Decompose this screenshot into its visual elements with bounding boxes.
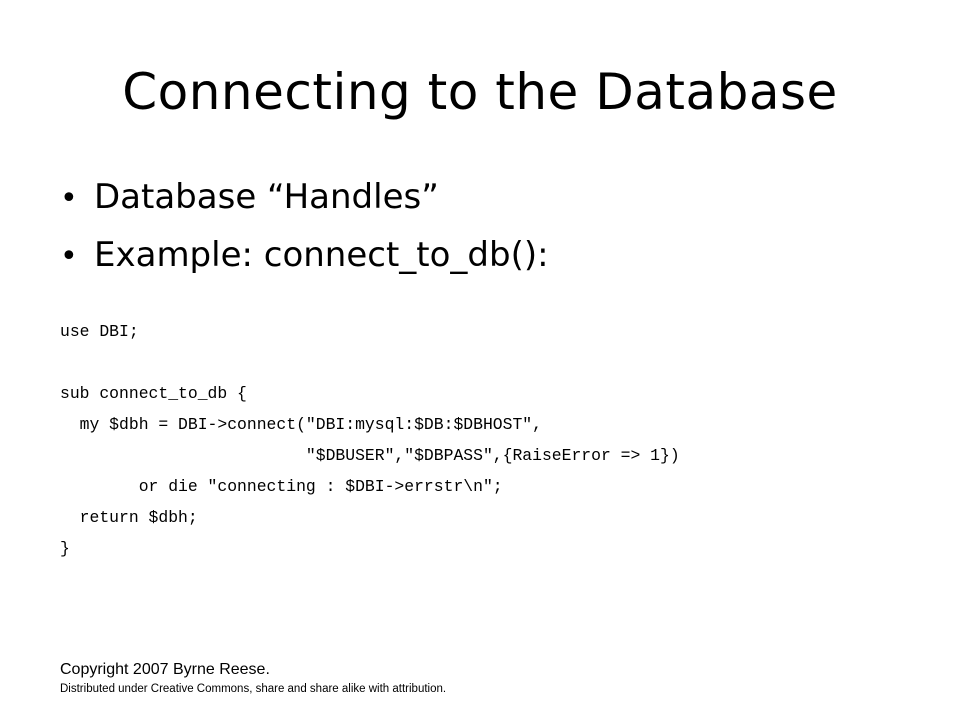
slide-title: Connecting to the Database	[122, 63, 838, 121]
code-line: use DBI;	[60, 322, 139, 341]
bullet-item: • Example: connect_to_db():	[60, 226, 549, 284]
code-line	[60, 347, 680, 378]
code-line: "$DBUSER","$DBPASS",{RaiseError => 1})	[60, 446, 680, 465]
bullet-text: Example: connect_to_db():	[94, 235, 549, 275]
footer-license: Distributed under Creative Commons, shar…	[60, 683, 447, 695]
code-line: or die "connecting : $DBI->errstr\n";	[60, 477, 503, 496]
footer-copyright: Copyright 2007 Byrne Reese.	[60, 661, 270, 678]
bullet-dot-icon: •	[60, 239, 78, 274]
code-line: sub connect_to_db {	[60, 384, 247, 403]
bullet-item: • Database “Handles”	[60, 168, 549, 226]
code-line: }	[60, 539, 70, 558]
code-block: use DBI; sub connect_to_db { my $dbh = DB…	[60, 316, 680, 564]
bullet-list: • Database “Handles” • Example: connect_to…	[60, 168, 549, 284]
code-line: return $dbh;	[60, 508, 198, 527]
bullet-text: Database “Handles”	[94, 177, 439, 217]
code-line: my $dbh = DBI->connect("DBI:mysql:$DB:$D…	[60, 415, 542, 434]
bullet-dot-icon: •	[60, 181, 78, 216]
